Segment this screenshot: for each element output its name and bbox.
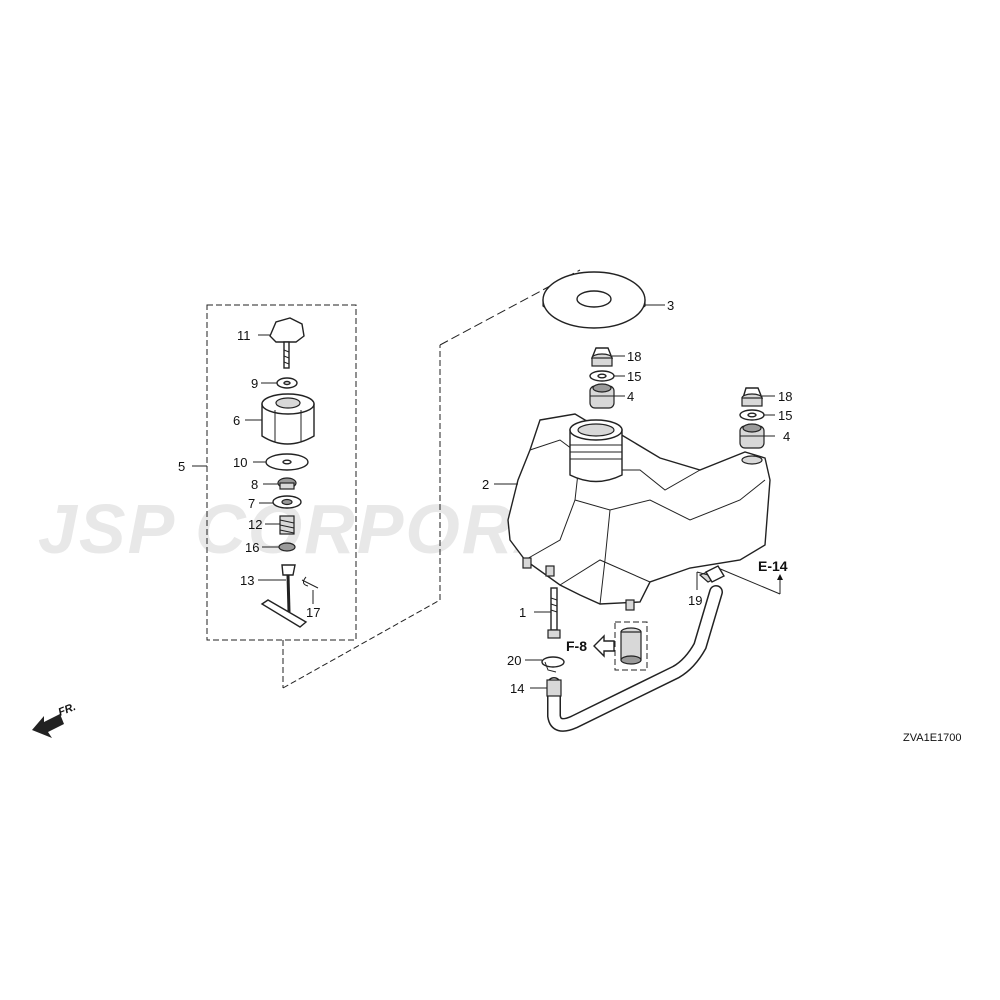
part-19-hose-clip	[705, 565, 725, 583]
callout-3: 3	[667, 298, 674, 313]
part-20-clamp	[541, 656, 565, 673]
front-direction-label: FR.	[57, 701, 78, 719]
callout-6: 6	[233, 413, 240, 428]
callout-15-right: 15	[778, 408, 792, 423]
callout-18-center: 18	[627, 349, 641, 364]
callout-13: 13	[240, 573, 254, 588]
callout-12: 12	[248, 517, 262, 532]
callout-15-center: 15	[627, 369, 641, 384]
part-16-retainer	[278, 542, 296, 552]
assembly-connector-diagonal	[282, 599, 441, 689]
part-18-cap-nut-center	[590, 347, 614, 367]
part-1-bolt	[547, 587, 561, 639]
callout-4-right: 4	[783, 429, 790, 444]
callout-8: 8	[251, 477, 258, 492]
callout-16: 16	[245, 540, 259, 555]
ref-f8: F-8	[566, 638, 587, 654]
callout-18-right: 18	[778, 389, 792, 404]
callout-17: 17	[306, 605, 320, 620]
part-15-washer-center	[589, 370, 615, 382]
e14-leader	[717, 567, 781, 595]
callout-10: 10	[233, 455, 247, 470]
callout-2: 2	[482, 477, 489, 492]
callout-14: 14	[510, 681, 524, 696]
callout-19: 19	[688, 593, 702, 608]
ref-e14: E-14	[758, 558, 788, 574]
part-4-grommet-right	[739, 423, 765, 449]
callout-1: 1	[519, 605, 526, 620]
part-14-fuel-hose	[546, 585, 723, 732]
part-7-seat	[272, 495, 302, 509]
diagram-code: ZVA1E1700	[903, 732, 962, 744]
callout-20: 20	[507, 653, 521, 668]
part-3-tank-seal	[542, 271, 646, 329]
part-17-pin	[301, 576, 319, 589]
part-13-strap	[260, 564, 308, 628]
assembly-box	[206, 304, 357, 641]
part-15-washer-right	[739, 409, 765, 421]
f8-arrow	[593, 634, 615, 658]
part-2-fuel-tank	[507, 413, 771, 611]
part-6-fuel-cap	[261, 393, 315, 445]
e14-arrow-head	[777, 574, 783, 580]
front-direction-arrow	[32, 714, 64, 738]
part-8-nut	[277, 477, 297, 490]
part-12-spring	[279, 515, 295, 535]
part-f8-filter	[614, 621, 648, 671]
part-18-cap-nut-right	[741, 387, 764, 407]
callout-11: 11	[237, 328, 251, 343]
callout-4-center: 4	[627, 389, 634, 404]
callout-9: 9	[251, 376, 258, 391]
part-10-gasket	[265, 453, 309, 471]
part-9-washer	[276, 377, 298, 389]
callout-5: 5	[178, 459, 185, 474]
callout-7: 7	[248, 496, 255, 511]
part-11-knob	[269, 317, 305, 369]
part-4-grommet-center	[589, 383, 615, 409]
